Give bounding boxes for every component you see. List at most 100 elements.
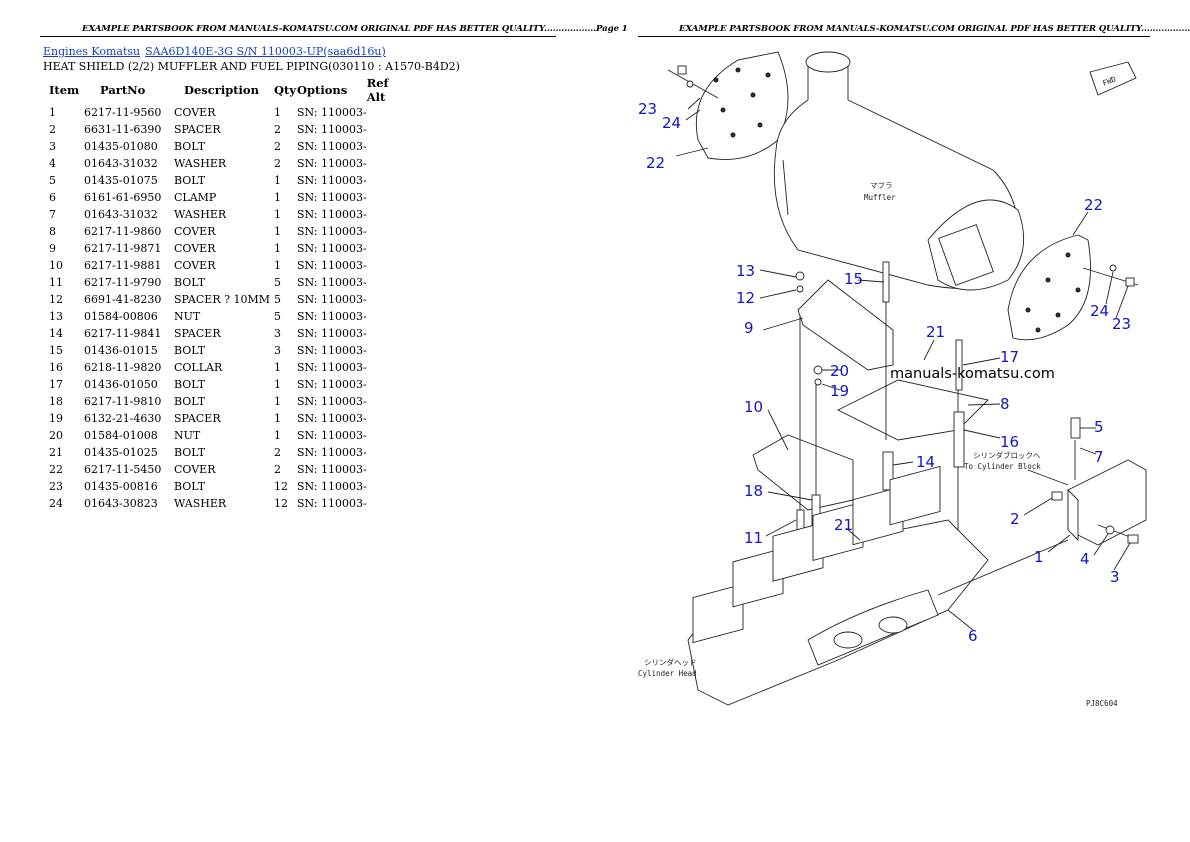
breadcrumb-link-model[interactable]: SAA6D140E-3G S/N 110003-UP(saa6d16u) [145,45,386,58]
callout-19: 19 [830,382,849,400]
cell-refalt [367,393,397,410]
callout-10: 10 [744,398,763,416]
cell-refalt [367,274,397,291]
cell-refalt [367,223,397,240]
col-item-header: Item [49,83,80,97]
cell-partno: 6218-11-9820 [84,361,162,374]
cell-options: SN: 110003- [297,242,367,255]
cell-item: 22 [49,463,63,476]
cell-refalt [367,461,397,478]
cell-refalt [367,427,397,444]
breadcrumb-link-engines[interactable]: Engines Komatsu [43,45,141,58]
cell-description: COVER [174,225,216,238]
cell-description: SPACER [174,412,221,425]
callout-14: 14 [916,453,935,471]
cell-description: SPACER [174,123,221,136]
callout-6: 6 [968,627,978,645]
cell-description: COVER [174,463,216,476]
cell-qty: 1 [274,429,281,442]
cell-options: SN: 110003- [297,463,367,476]
page2-header: EXAMPLE PARTSBOOK FROM MANUALS-KOMATSU.C… [679,24,1190,34]
page1-header: EXAMPLE PARTSBOOK FROM MANUALS-KOMATSU.C… [82,24,628,34]
cell-item: 4 [49,157,56,170]
cell-qty: 1 [274,412,281,425]
callout-21: 21 [926,323,945,341]
cell-qty: 5 [274,293,281,306]
cell-partno: 01435-01075 [84,174,158,187]
cell-refalt [367,444,397,461]
cell-partno: 6217-11-9810 [84,395,162,408]
cell-options: SN: 110003- [297,174,367,187]
cell-options: SN: 110003- [297,361,367,374]
cell-refalt [367,308,397,325]
col-options-header: Options [297,83,348,97]
callout-23: 23 [1112,315,1131,333]
cell-qty: 1 [274,191,281,204]
cell-partno: 6217-11-9790 [84,276,162,289]
cell-qty: 1 [274,174,281,187]
drawing-code: PJ8C604 [1086,699,1118,708]
col-qty-header: Qty [274,83,297,97]
cell-qty: 2 [274,446,281,459]
cell-partno: 6217-11-9860 [84,225,162,238]
callout-13: 13 [736,262,755,280]
end-cover-right [1007,234,1091,341]
callout-24: 24 [662,114,681,132]
cell-item: 10 [49,259,63,272]
cell-qty: 2 [274,123,281,136]
cell-partno: 01584-00806 [84,310,158,323]
cell-qty: 3 [274,344,281,357]
cell-options: SN: 110003- [297,106,367,119]
cell-item: 7 [49,208,56,221]
cell-partno: 01435-01025 [84,446,158,459]
callout-2: 2 [1010,510,1020,528]
cell-description: WASHER [174,157,227,170]
cell-partno: 01584-01008 [84,429,158,442]
callout-15: 15 [844,270,863,288]
cell-options: SN: 110003- [297,208,367,221]
cell-partno: 6217-11-9871 [84,242,162,255]
fwd-arrow-icon: FWD [1089,61,1137,96]
cell-options: SN: 110003- [297,293,367,306]
callout-9: 9 [744,319,754,337]
cell-item: 13 [49,310,63,323]
cell-partno: 6217-11-5450 [84,463,162,476]
cell-description: BOLT [174,378,206,391]
cell-qty: 1 [274,361,281,374]
cell-refalt [367,495,397,512]
callout-12: 12 [736,289,755,307]
callout-18: 18 [744,482,763,500]
cell-item: 3 [49,140,56,153]
cylinder-block-label-jp: シリンダブロックへ [973,450,1041,460]
cell-item: 18 [49,395,63,408]
cell-qty: 1 [274,106,281,119]
cell-item: 23 [49,480,63,493]
callout-1: 1 [1034,548,1044,566]
cell-item: 5 [49,174,56,187]
cell-options: SN: 110003- [297,310,367,323]
cell-qty: 12 [274,497,288,510]
cell-qty: 12 [274,480,288,493]
cell-refalt [367,342,397,359]
cell-description: COLLAR [174,361,223,374]
cell-qty: 5 [274,310,281,323]
page-title: HEAT SHIELD (2/2) MUFFLER AND FUEL PIPIN… [43,60,460,73]
leader-lines [675,97,1131,631]
table-header-row: Item PartNo Description Qty Options Ref … [43,76,397,104]
callout-7: 7 [1094,448,1104,466]
callout-16: 16 [1000,433,1019,451]
cell-refalt [367,206,397,223]
cell-partno: 01436-01050 [84,378,158,391]
muffler-label-en: Muffler [864,193,896,202]
cell-partno: 6631-11-6390 [84,123,162,136]
